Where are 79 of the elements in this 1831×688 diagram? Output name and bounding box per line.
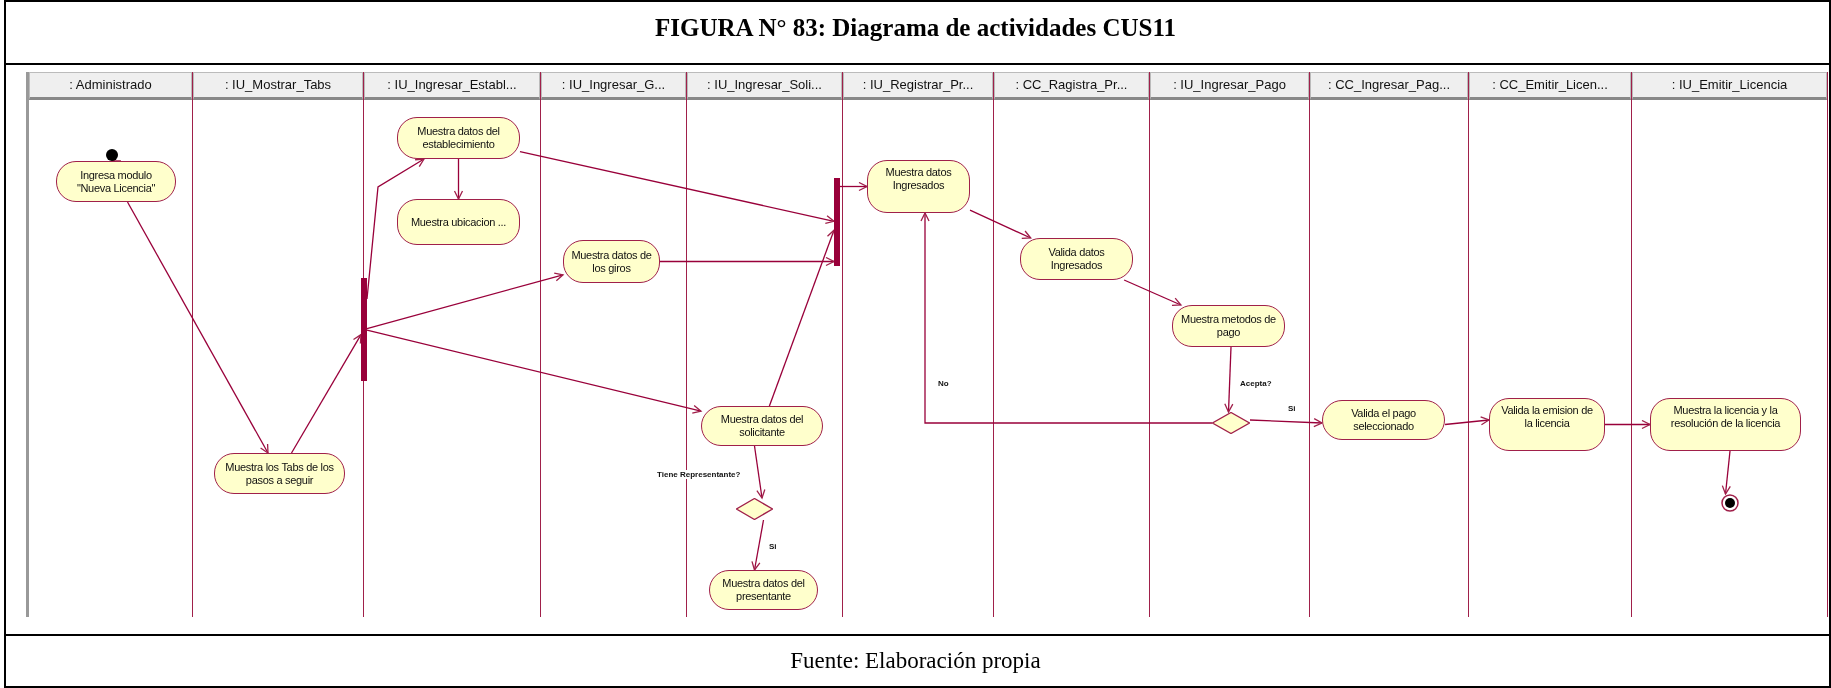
control-flow-arrow [751,519,765,571]
activity-text: Muestra datos de los giros [570,248,653,275]
swimlane [843,72,994,617]
control-flow-arrow [453,158,464,200]
control-flow-arrow [659,256,835,267]
end-node [1721,494,1739,512]
control-flow-arrow [366,272,564,330]
activity-node [1020,238,1133,280]
lane-header: : IU_Emitir_Licencia [1632,72,1827,100]
edge-label: No [938,379,949,388]
swimlane [994,72,1150,617]
activity-text: Muestra datos Ingresados [884,166,953,192]
activity-text: Valida el pago seleccionado [1350,407,1417,433]
swimlane [1632,72,1828,617]
control-flow-arrow [969,209,1032,239]
lane-header: : CC_Emitir_Licen... [1469,72,1631,100]
activity-text: Valida datos Ingresados [1047,246,1106,272]
activity-node [56,161,176,202]
swimlane [1150,72,1310,617]
activity-node [1650,398,1801,451]
swimlane [1469,72,1632,617]
control-flow-arrow [839,181,868,192]
sync-bar [361,278,367,381]
activity-text: Muestra ubicacion ... [410,215,507,229]
figure-title: FIGURA N° 83: Diagrama de actividades CUS11 [653,14,1178,42]
figure-caption: Fuente: Elaboración propia [789,648,1042,674]
control-flow-arrow [1224,346,1234,413]
activity-node [1172,305,1285,347]
lane-header: : IU_Ingresar_Soli... [687,72,842,100]
activity-node [397,199,520,245]
control-flow-arrow [366,329,702,414]
activity-node [709,570,818,610]
control-flow-arrow [753,445,766,499]
swimlane [364,72,541,617]
swimlane [26,72,193,617]
control-flow-arrow [519,150,835,225]
activity-node [867,160,970,213]
edge-label: Si [769,542,777,551]
activity-text: Muestra datos del presentante [721,577,806,603]
control-flow-arrow [1444,416,1490,426]
lane-header: : Administrado [29,72,192,100]
activity-text: Muestra metodos de pago [1180,313,1277,339]
activity-node [214,453,345,494]
activity-node [1489,398,1605,451]
activity-node [397,117,520,159]
control-flow-arrow [1721,450,1731,495]
control-flow-arrow [1249,418,1323,428]
activity-node [1322,400,1445,440]
lane-header: : IU_Ingresar_Pago [1150,72,1309,100]
activity-node [701,406,823,446]
control-flow-arrow [1123,279,1182,307]
lane-header: : CC_Ingresar_Pag... [1310,72,1468,100]
decision-diamond [736,498,773,520]
activity-node [563,240,660,283]
swimlane [193,72,364,617]
lane-header: : IU_Registrar_Pr... [843,72,993,100]
control-flow-arrow [126,201,269,454]
lane-header: : IU_Mostrar_Tabs [193,72,363,100]
control-flow-arrow [768,229,836,407]
activity-text: Muestra la licencia y la resolución de la licencia [1669,404,1782,430]
sync-bar [834,178,840,266]
lane-header: : IU_Ingresar_G... [541,72,686,100]
activity-text: Valida la emision de la licencia [1500,404,1594,430]
decision-diamond [1212,412,1250,434]
activity-text: Ingresa modulo "Nueva Licencia" [75,168,157,195]
activity-text: Muestra datos del establecimiento [416,125,501,151]
control-flow-arrow [366,158,425,300]
edge-label: Tiene Representante? [657,470,741,479]
activity-text: Muestra los Tabs de los pasos a seguir [224,460,335,487]
swimlane [1310,72,1469,617]
control-flow-arrow [920,212,1213,424]
start-node [106,147,118,159]
edge-label: Acepta? [1240,379,1272,388]
lane-header: : CC_Ragistra_Pr... [994,72,1149,100]
control-flow-arrow [290,333,362,454]
edge-label: Si [1288,404,1296,413]
control-flow-arrow [1604,419,1651,430]
activity-text: Muestra datos del solicitante [719,413,805,439]
lane-header: : IU_Ingresar_Establ... [364,72,540,100]
